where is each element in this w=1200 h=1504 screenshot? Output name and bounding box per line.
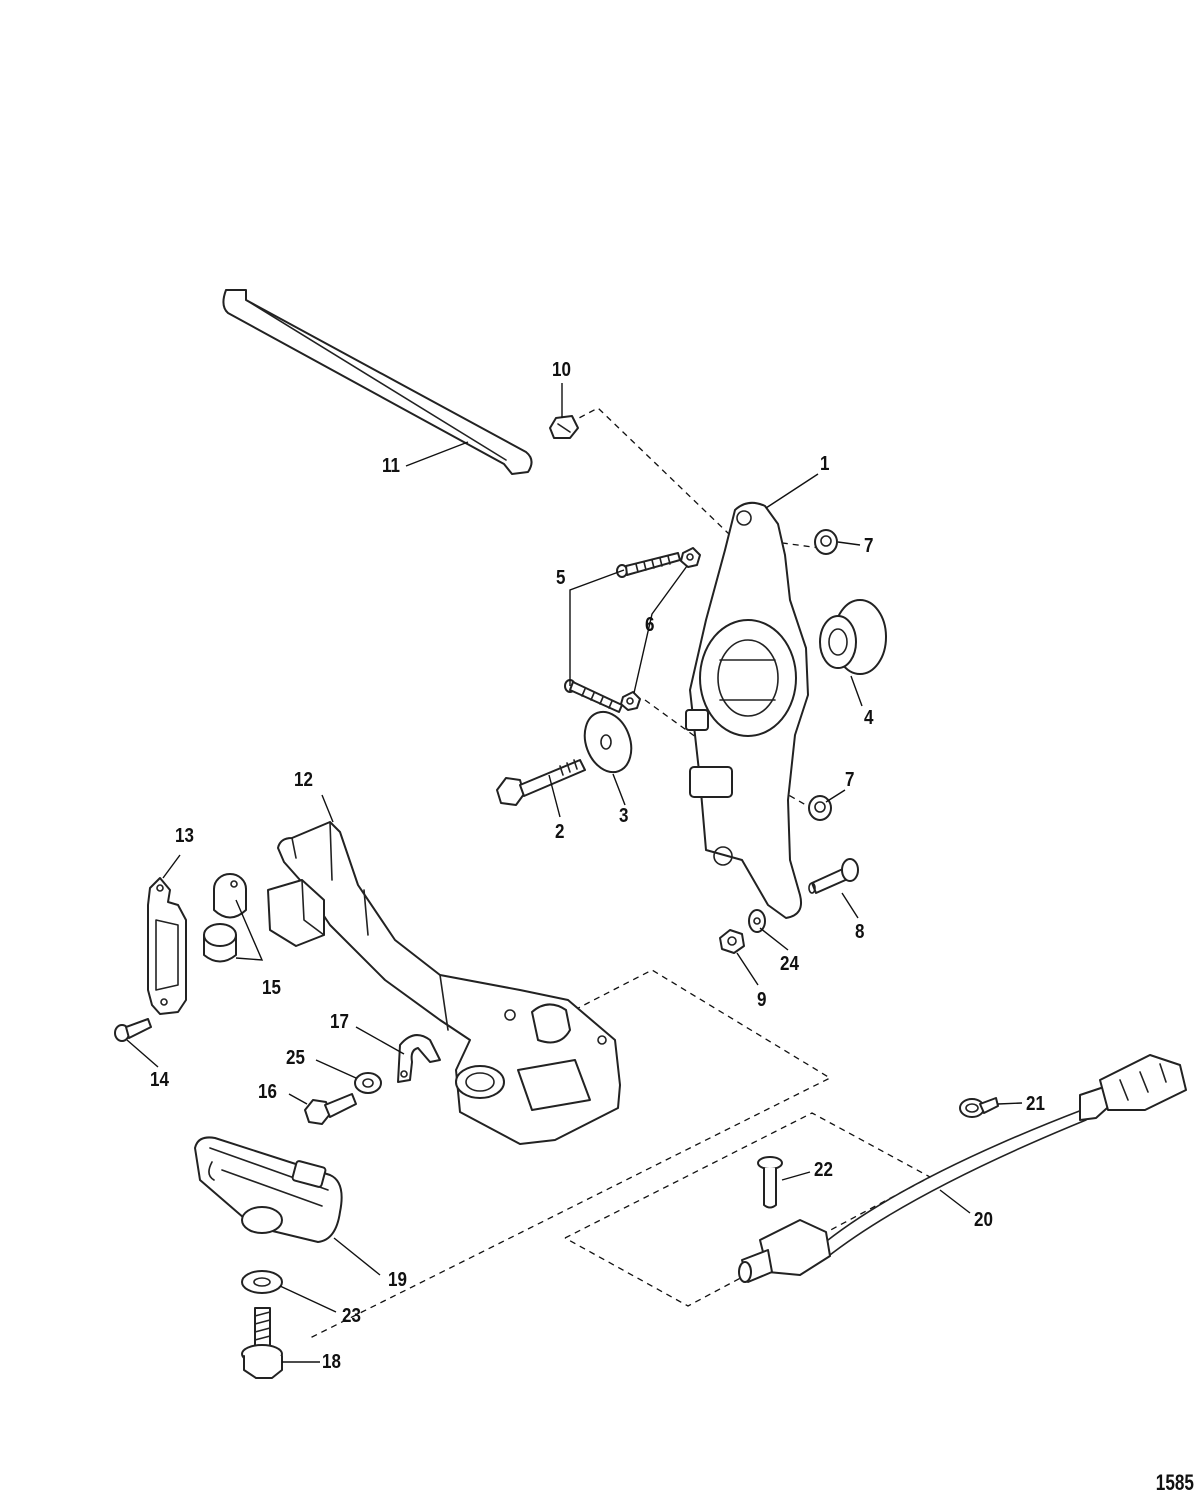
pivot-bolt xyxy=(496,759,586,806)
callout-18: 18 xyxy=(322,1351,341,1373)
cover-plate xyxy=(147,877,187,1015)
callout-15: 15 xyxy=(262,977,281,999)
housing-washer xyxy=(241,1270,283,1294)
callout-11: 11 xyxy=(382,455,400,477)
callout-1: 1 xyxy=(820,453,830,475)
clamp-washer xyxy=(354,1072,382,1094)
bracket-bushing-lower xyxy=(203,923,237,963)
callout-24: 24 xyxy=(780,953,799,975)
nut-lower xyxy=(620,691,641,711)
callout-6: 6 xyxy=(645,614,655,636)
callout-10: 10 xyxy=(552,359,571,381)
spacer-upper xyxy=(814,529,838,555)
figure-number: 1585 xyxy=(1155,1470,1194,1495)
spacer-lower xyxy=(808,795,832,821)
lever-arm xyxy=(685,501,809,919)
callout-16: 16 xyxy=(258,1081,277,1103)
bracket-bushing-upper xyxy=(213,873,247,919)
callout-19: 19 xyxy=(388,1269,407,1291)
pivot-stud xyxy=(808,858,859,894)
cable-clamp xyxy=(397,1034,441,1083)
lock-nut xyxy=(719,929,745,954)
callout-17: 17 xyxy=(330,1011,349,1033)
rod-clip xyxy=(549,415,579,439)
sensor-screw xyxy=(757,1156,783,1209)
sensor-housing xyxy=(194,1136,343,1243)
callout-14: 14 xyxy=(150,1069,169,1091)
callout-2: 2 xyxy=(555,821,565,843)
screw-upper xyxy=(616,552,681,578)
callout-4: 4 xyxy=(864,707,874,729)
mounting-bracket xyxy=(267,821,621,1145)
clamp-bolt xyxy=(304,1093,357,1125)
callout-21: 21 xyxy=(1026,1093,1045,1115)
callout-7-upper: 7 xyxy=(864,535,874,557)
plate-screw xyxy=(114,1018,152,1042)
bushing xyxy=(819,599,887,675)
callout-3: 3 xyxy=(619,805,629,827)
wire-clip xyxy=(959,1097,999,1118)
callout-13: 13 xyxy=(175,825,194,847)
callout-9: 9 xyxy=(757,989,767,1011)
callout-20: 20 xyxy=(974,1209,993,1231)
housing-bolt xyxy=(241,1307,283,1379)
callout-25: 25 xyxy=(286,1047,305,1069)
sensor-switch-harness xyxy=(738,1054,1187,1283)
callout-12: 12 xyxy=(294,769,313,791)
link-rod xyxy=(222,289,533,475)
nut-upper xyxy=(680,547,701,568)
callout-leaders xyxy=(126,383,1023,1363)
washer-large xyxy=(583,710,633,774)
callout-22: 22 xyxy=(814,1159,833,1181)
washer-small xyxy=(748,909,766,933)
callout-7-lower: 7 xyxy=(845,769,855,791)
callout-5: 5 xyxy=(556,567,566,589)
callout-23: 23 xyxy=(342,1305,361,1327)
callout-8: 8 xyxy=(855,921,865,943)
screw-lower xyxy=(564,679,623,713)
